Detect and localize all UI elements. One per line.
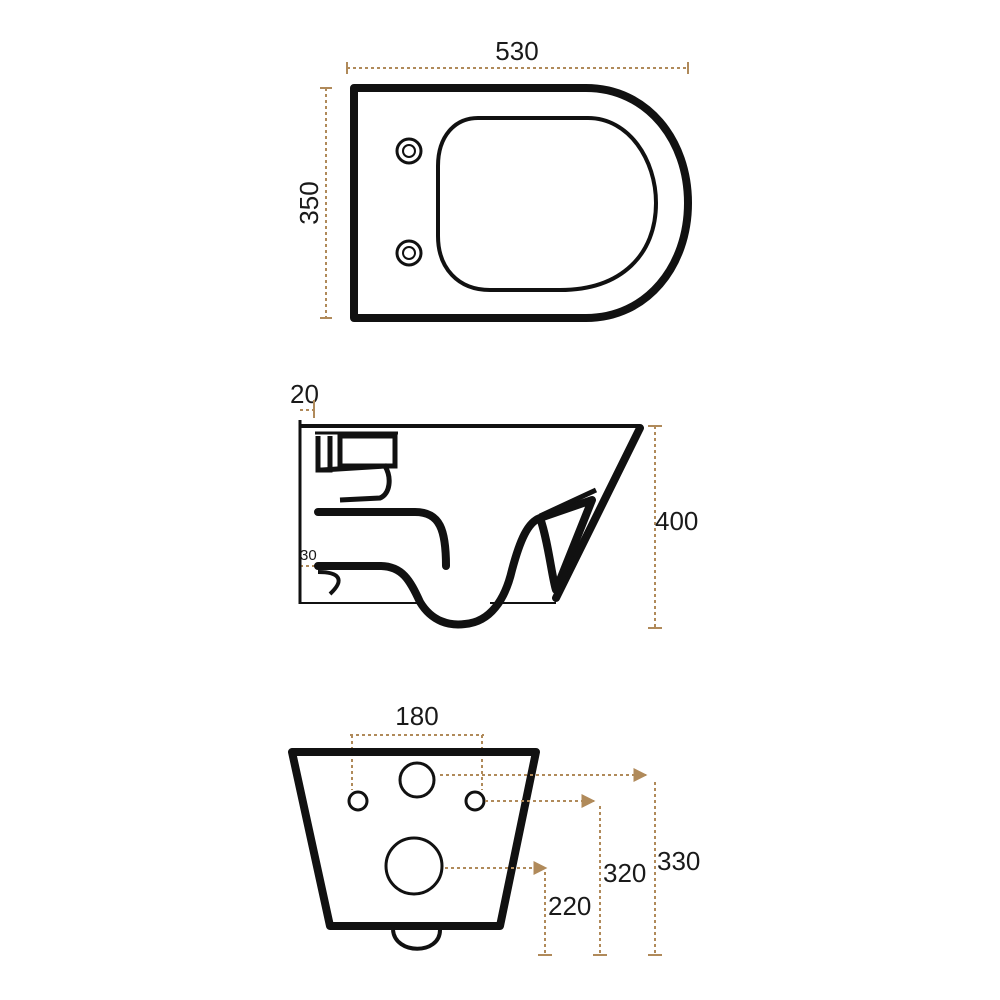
back-view: 180 330 320 220 [288,701,700,956]
bolt-height-label: 320 [603,858,646,888]
outlet-height-label: 220 [548,891,591,921]
front-slope [552,424,644,602]
bolt-hole-right [464,790,486,812]
trap-lower [314,514,544,629]
bowl-water-seal [536,496,596,594]
seat-hole-top [395,137,423,165]
seat-hole-bottom [395,239,423,267]
outlet-hole [384,836,444,896]
back-outline [288,748,540,930]
bowl-top-outline [350,84,692,322]
bolt-hole-left [347,790,369,812]
top-view: 530 350 [294,36,692,322]
outlet-offset-label: 30 [300,547,317,564]
side-view: 20 30 400 [290,379,698,629]
inlet-hole [398,761,436,799]
trap-upper [314,508,450,570]
height-label: 400 [655,506,698,536]
width-label: 530 [495,36,538,66]
seat-opening [436,116,659,292]
inlet-height-label: 330 [657,846,700,876]
depth-label: 350 [294,181,324,224]
bolt-spacing-label: 180 [395,701,438,731]
